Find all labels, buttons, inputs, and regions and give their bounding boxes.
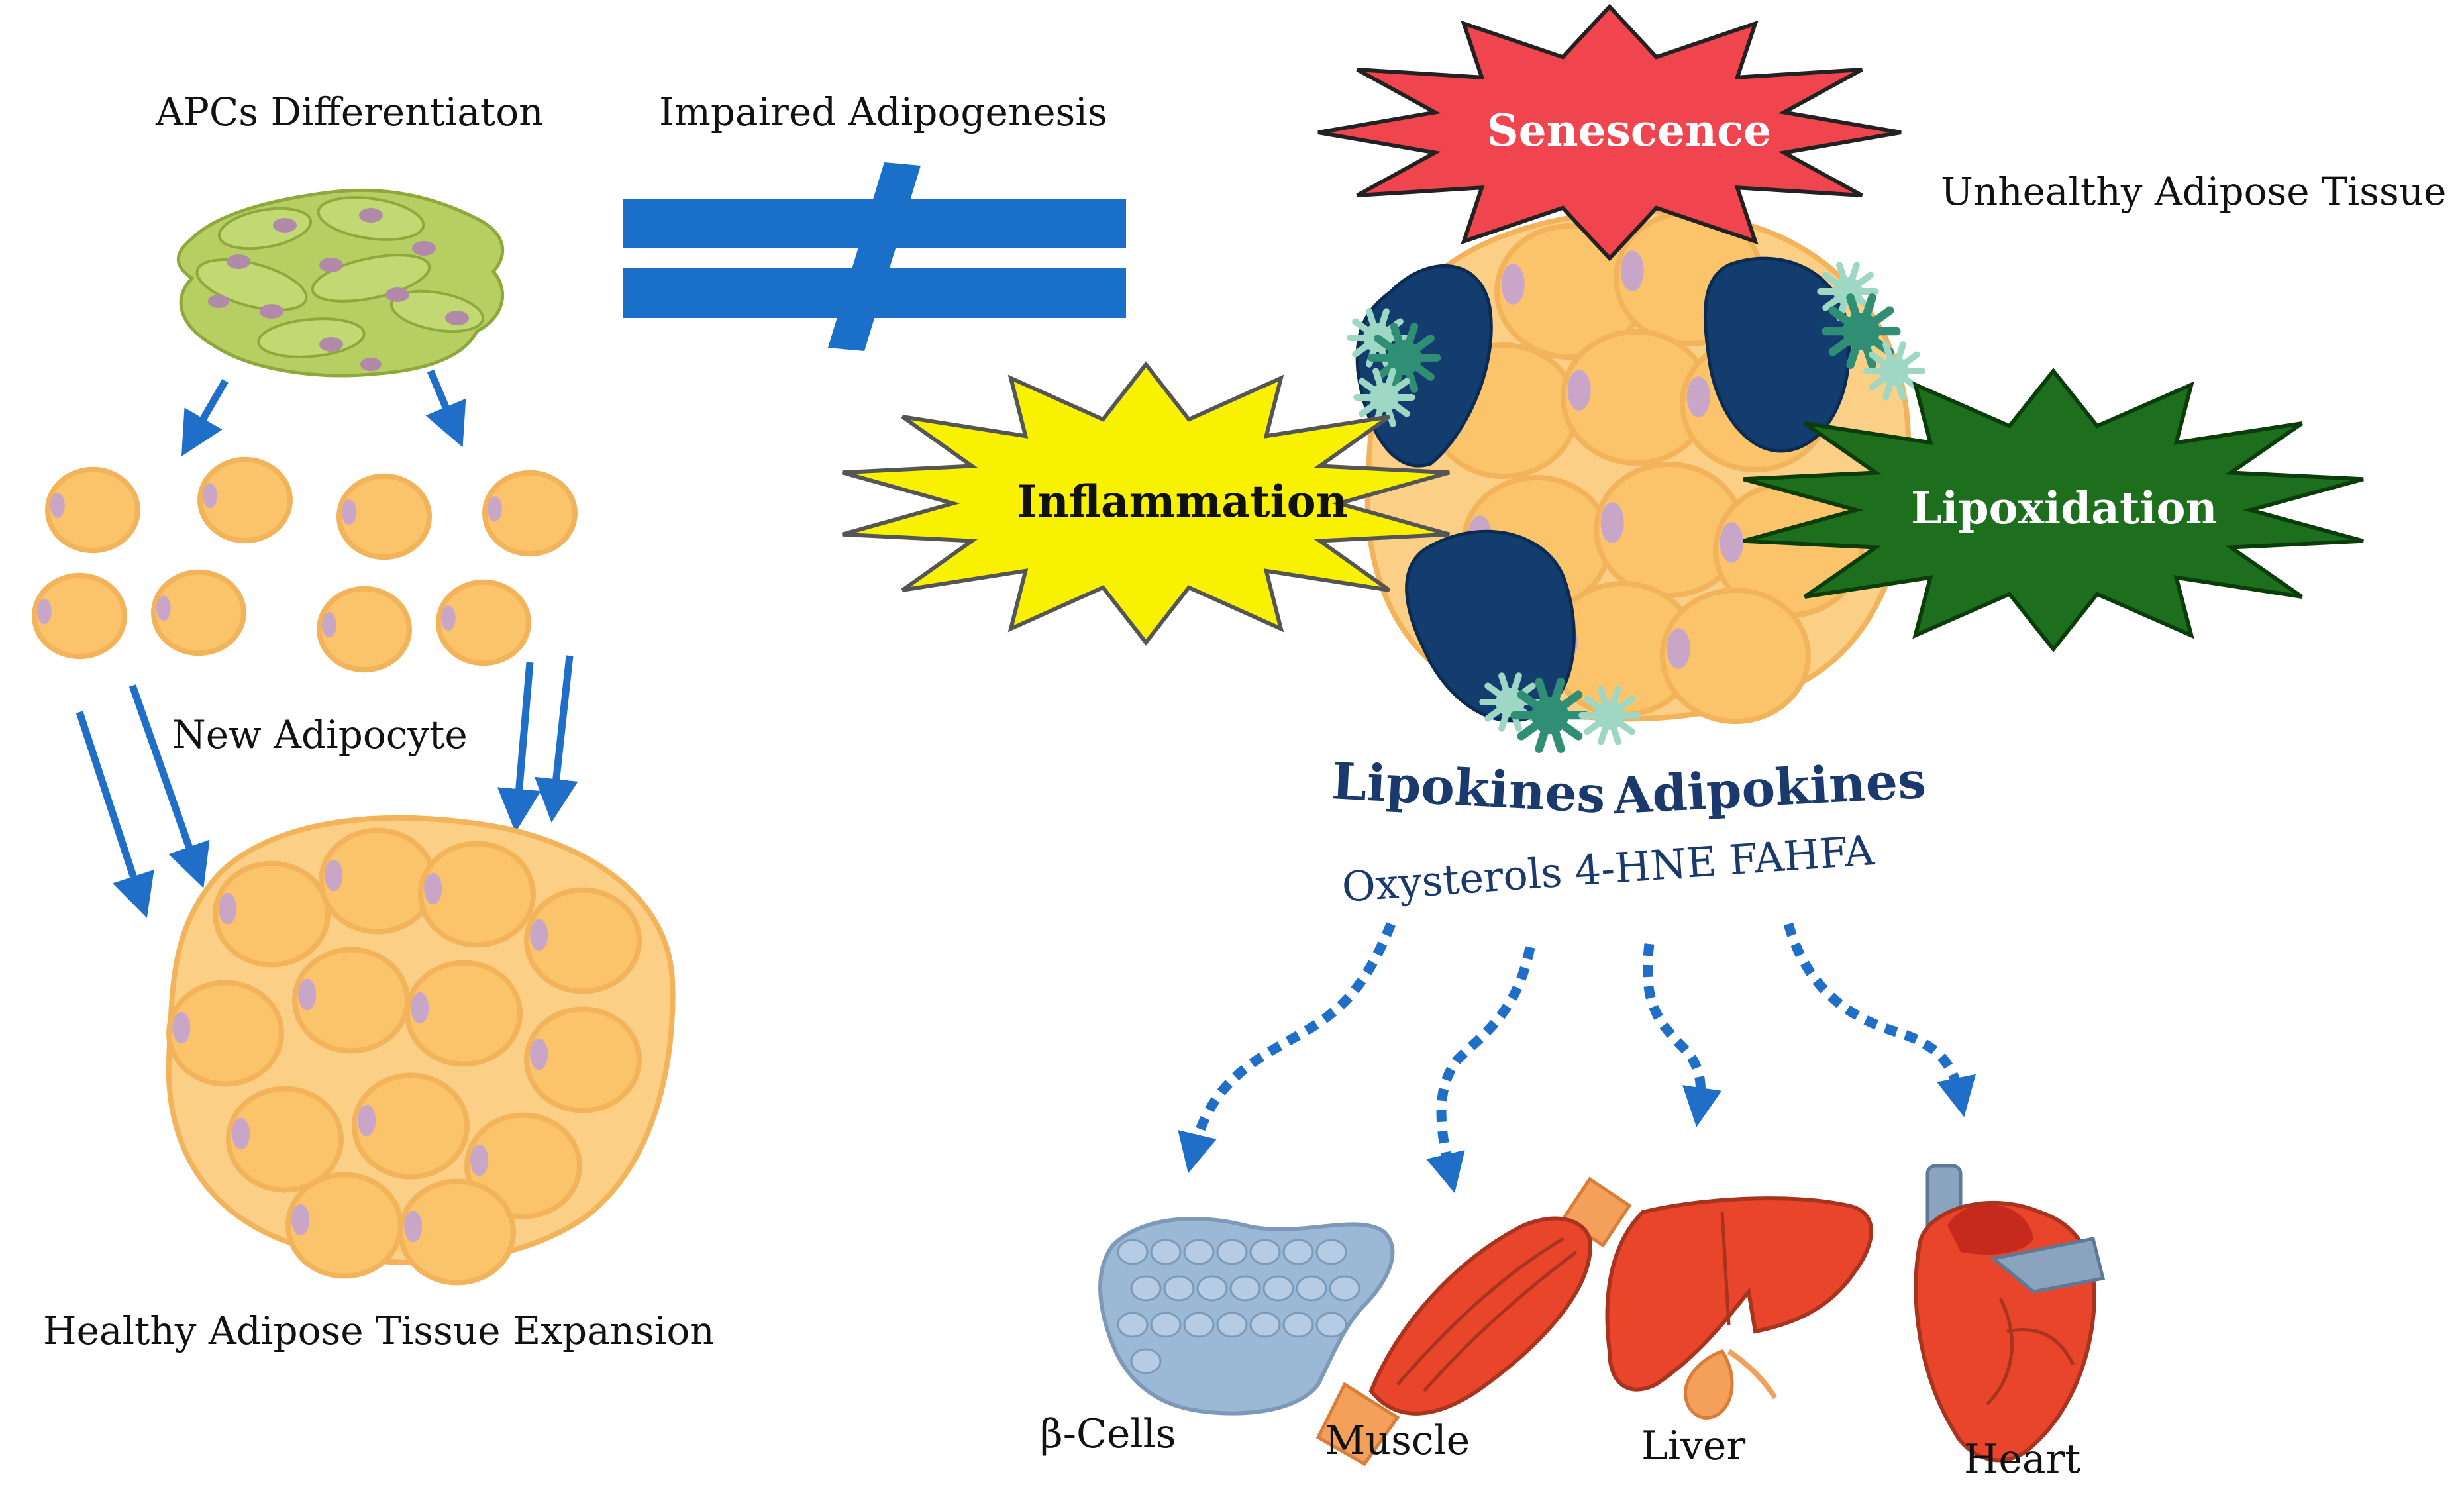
inflammation-label: Inflammation bbox=[1017, 476, 1348, 527]
new-adipocyte-cell bbox=[317, 586, 412, 673]
dendritic-cell bbox=[1353, 368, 1415, 427]
arrow-long-4 bbox=[534, 655, 578, 823]
healthy-adipocyte-cell bbox=[226, 1086, 344, 1193]
dotted-arrow-muscle bbox=[1426, 946, 1535, 1194]
healthy-adipocyte-cell bbox=[213, 860, 331, 968]
heart-label: Heart bbox=[1964, 1436, 2081, 1482]
healthy-adipose-cluster bbox=[166, 815, 676, 1286]
healthy-expansion-label: Healthy Adipose Tissue Expansion bbox=[43, 1308, 715, 1353]
dotted-arrow-liver bbox=[1643, 943, 1722, 1127]
liver-label: Liver bbox=[1641, 1423, 1746, 1469]
arrow-apc-right bbox=[425, 369, 466, 448]
apcs-differentiation-label: APCs Differentiaton bbox=[156, 89, 544, 134]
new-adipocyte-cell bbox=[336, 473, 432, 560]
senescence-burst bbox=[1317, 3, 1902, 262]
healthy-adipocyte-cell bbox=[166, 980, 284, 1087]
senescence-label: Senescence bbox=[1487, 105, 1772, 156]
healthy-adipocyte-cell bbox=[464, 1112, 582, 1219]
new-adipocyte-cell bbox=[32, 572, 127, 660]
new-adipocytes bbox=[32, 456, 578, 673]
unhealthy-adipose-label: Unhealthy Adipose Tissue bbox=[1941, 169, 2447, 214]
not-equal-sign bbox=[623, 162, 1126, 351]
apc-cluster bbox=[176, 188, 505, 378]
healthy-adipocyte-cell bbox=[524, 887, 642, 994]
dotted-arrows bbox=[1178, 922, 1976, 1194]
stress-bursts bbox=[841, 3, 2364, 652]
unhealthy-adipocyte-cell bbox=[1660, 588, 1811, 724]
dendritic-cell bbox=[1578, 686, 1641, 745]
unhealthy-adipocyte-cell bbox=[1561, 329, 1712, 466]
healthy-adipocyte-cell bbox=[405, 960, 523, 1067]
muscle-label: Muscle bbox=[1325, 1418, 1470, 1464]
healthy-adipocyte-cell bbox=[292, 947, 410, 1054]
arrow-apc-left bbox=[181, 379, 229, 457]
arrow-long-1 bbox=[76, 711, 154, 918]
arrow-long-2 bbox=[128, 684, 210, 888]
healthy-adipocyte-cell bbox=[319, 827, 436, 935]
dendritic-cell bbox=[1367, 323, 1441, 393]
new-adipocyte-label: New Adipocyte bbox=[172, 712, 468, 757]
new-adipocyte-cell bbox=[482, 470, 578, 557]
healthy-adipocyte-cell bbox=[524, 1006, 642, 1113]
healthy-adipocyte-cell bbox=[352, 1072, 470, 1180]
new-adipocyte-cell bbox=[45, 466, 140, 554]
healthy-adipocyte-cell bbox=[398, 1178, 516, 1286]
dendritic-cell bbox=[1510, 678, 1590, 753]
new-adipocyte-cell bbox=[197, 456, 293, 544]
inflammation-burst bbox=[841, 361, 1451, 646]
dendritic-cells bbox=[1347, 262, 1925, 753]
new-adipocyte-cell bbox=[151, 569, 246, 656]
muscle-organ bbox=[1315, 1176, 1632, 1467]
healthy-adipocyte-cell bbox=[418, 841, 536, 948]
impaired-adipogenesis-label: Impaired Adipogenesis bbox=[659, 89, 1107, 134]
liver-organ bbox=[1605, 1196, 1873, 1420]
macrophages bbox=[1355, 256, 1851, 723]
dendritic-cell bbox=[1347, 308, 1409, 368]
beta-cells-organ bbox=[1098, 1217, 1395, 1416]
healthy-adipocyte-cell bbox=[285, 1172, 403, 1279]
dendritic-cell bbox=[1822, 293, 1901, 369]
heart-organ bbox=[1914, 1164, 2106, 1463]
lipoxidation-burst bbox=[1743, 368, 2364, 652]
dendritic-cell bbox=[1863, 341, 1925, 401]
new-adipocyte-cell bbox=[436, 579, 531, 666]
beta-cells-label: β-Cells bbox=[1040, 1411, 1176, 1457]
lipoxidation-label: Lipoxidation bbox=[1911, 482, 2218, 534]
arrow-long-3 bbox=[497, 662, 541, 833]
dotted-arrow-heart bbox=[1783, 922, 1976, 1117]
dotted-arrow-beta bbox=[1178, 922, 1396, 1174]
